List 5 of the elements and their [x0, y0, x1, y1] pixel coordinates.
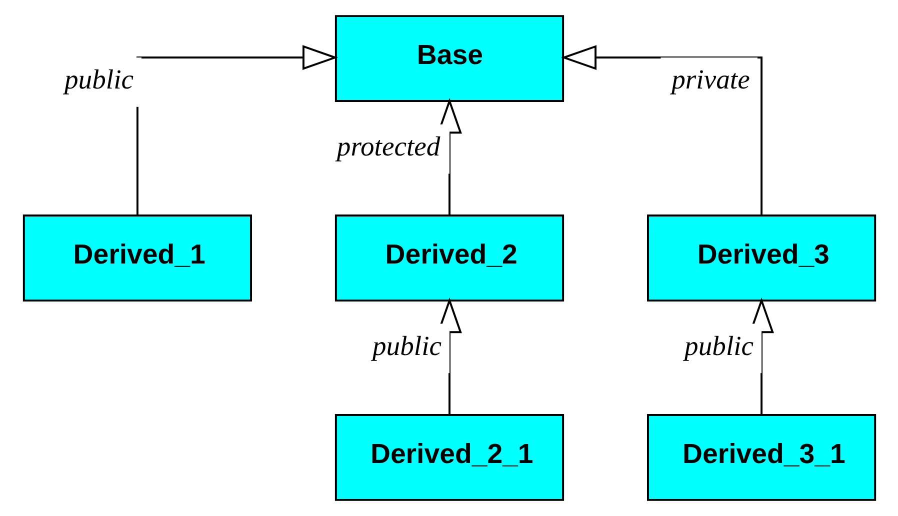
edge-label: public [684, 330, 754, 361]
edge-label: protected [336, 130, 440, 162]
edge-label: public [64, 64, 134, 95]
edge-label: private [671, 64, 750, 95]
edge-label: public [372, 330, 442, 361]
